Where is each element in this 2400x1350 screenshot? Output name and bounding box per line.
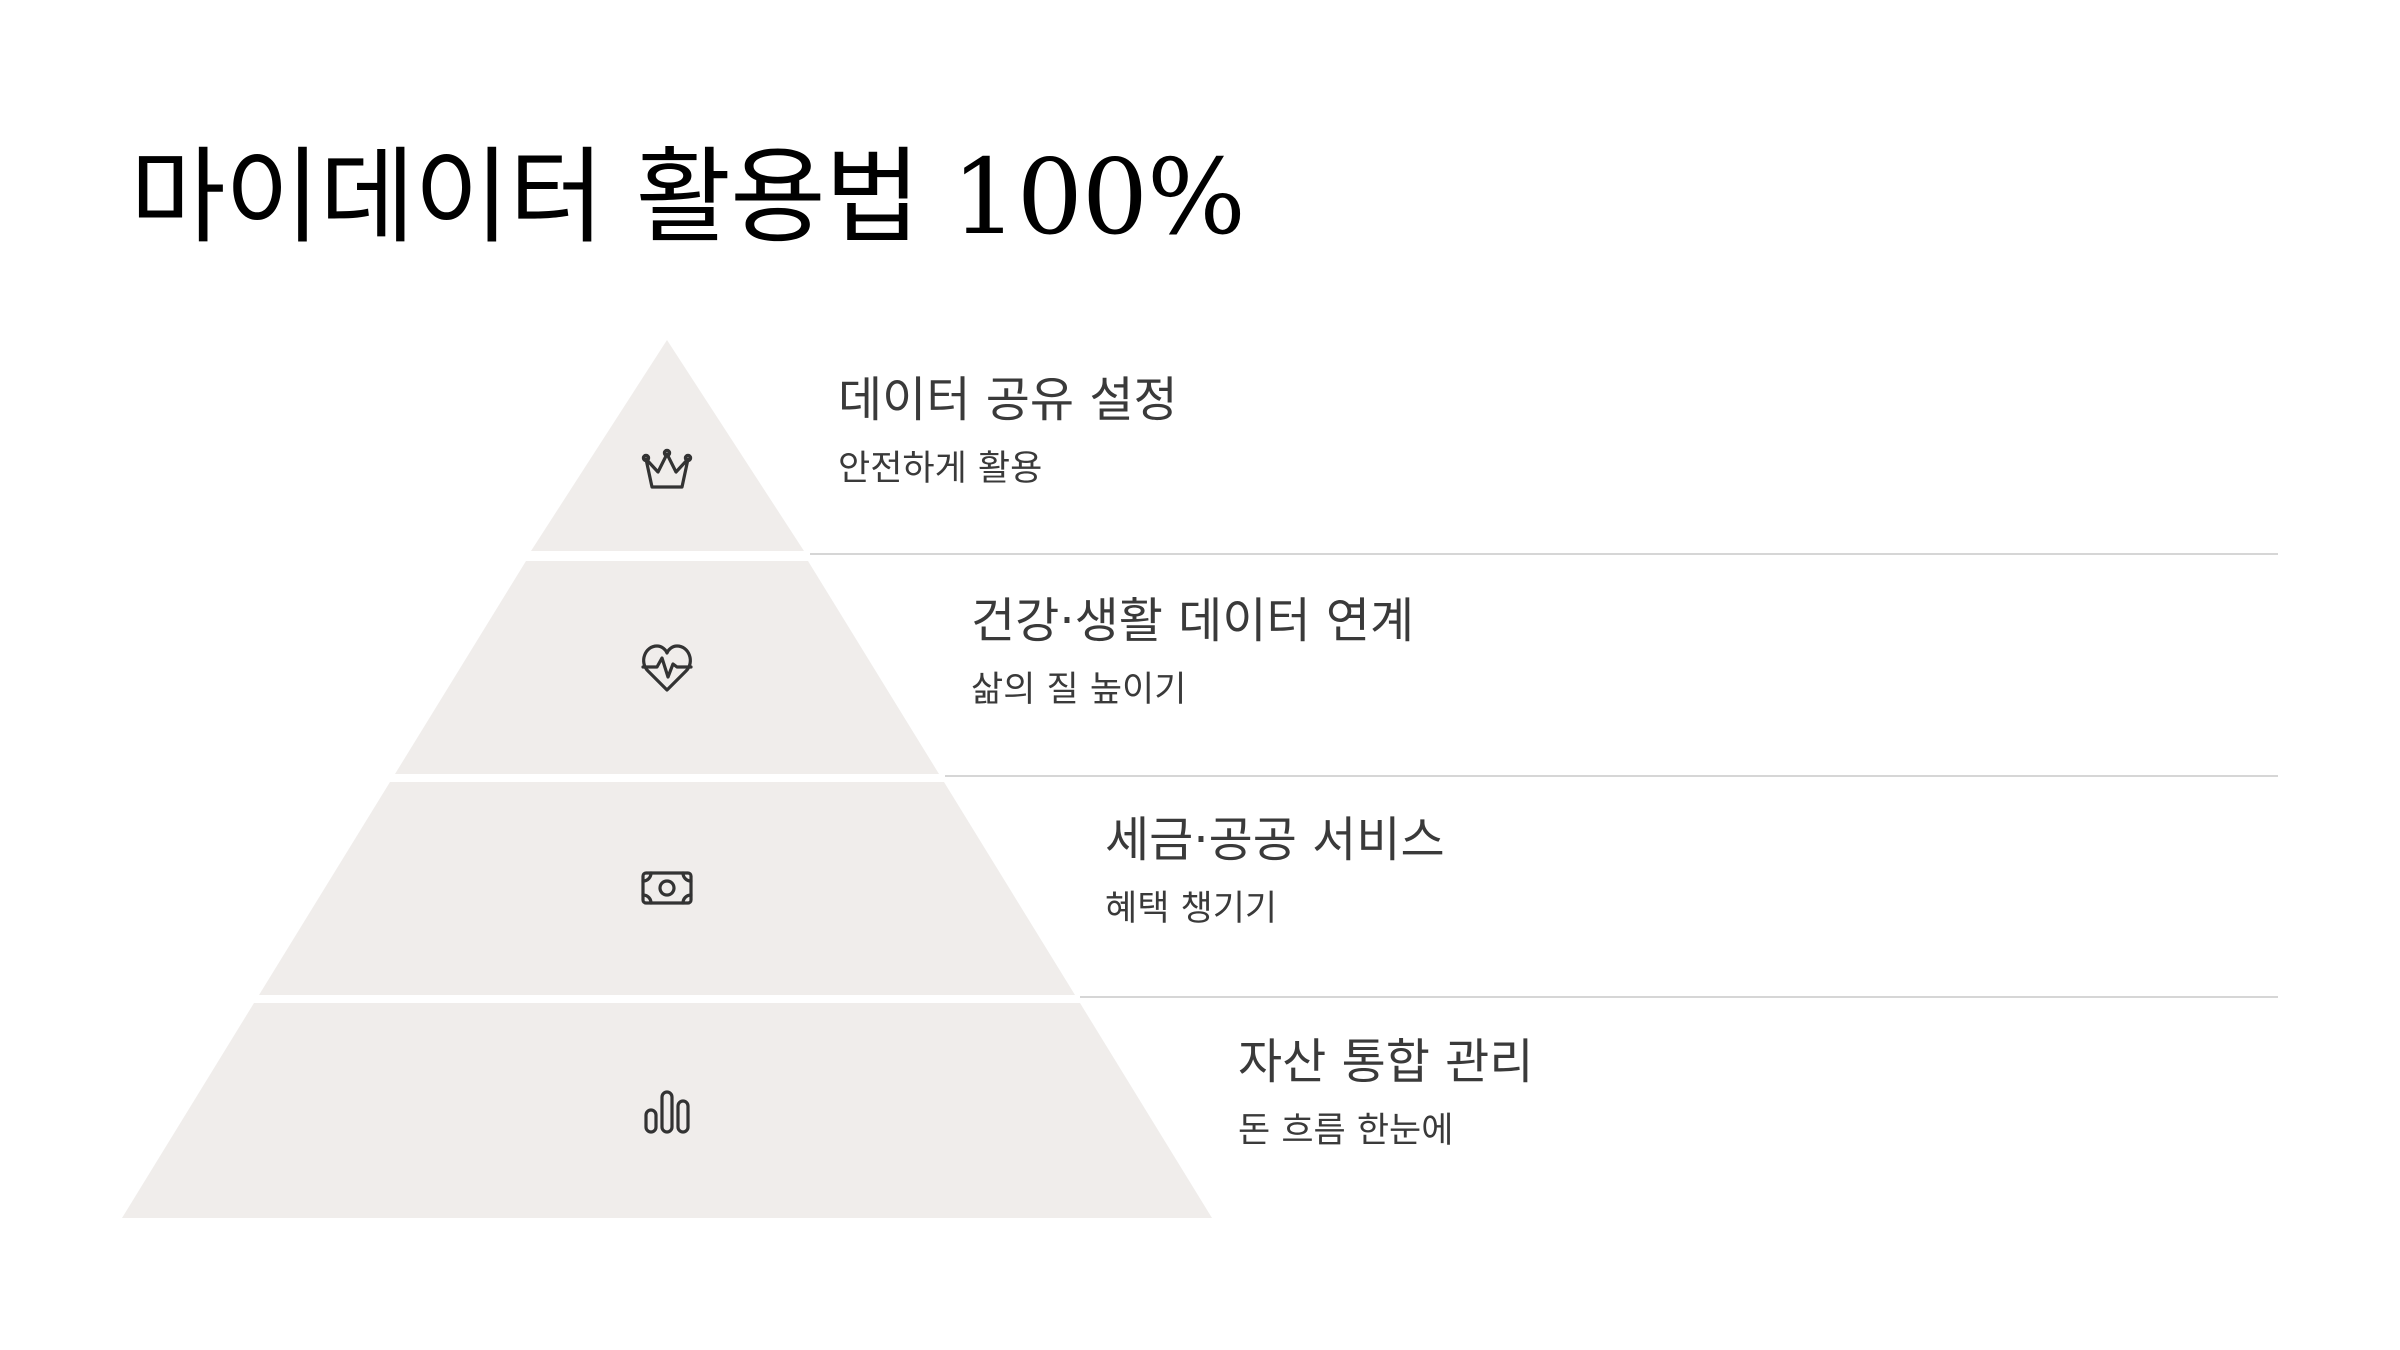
tier-1-heading: 데이터 공유 설정 — [838, 372, 1178, 428]
tier-2-heading: 건강·생활 데이터 연계 — [971, 593, 1415, 649]
tier-3-heading: 세금·공공 서비스 — [1105, 812, 1445, 868]
tier-2-subtext: 삶의 질 높이기 — [971, 669, 1187, 710]
banknote-icon — [641, 871, 693, 905]
tier-3-text: 세금·공공 서비스 혜택 챙기기 — [1105, 812, 1445, 930]
pyramid-tier-2 — [395, 561, 939, 774]
tier-4-subtext: 돈 흐름 한눈에 — [1238, 1110, 1454, 1151]
tier-1-subtext: 안전하게 활용 — [838, 448, 1043, 489]
page-title: 마이데이터 활용법 100% — [130, 136, 1246, 258]
tier-4-text: 자산 통합 관리 돈 흐름 한눈에 — [1238, 1034, 1533, 1152]
tier-4-heading: 자산 통합 관리 — [1238, 1034, 1534, 1090]
tier-3-subtext: 혜택 챙기기 — [1105, 888, 1278, 929]
bar-chart-icon — [644, 1090, 690, 1134]
pyramid-tier-3 — [259, 782, 1075, 995]
heart-pulse-icon — [641, 644, 693, 692]
tier-divider-3 — [1080, 996, 2278, 998]
crown-icon — [641, 448, 693, 489]
pyramid-tier-1 — [531, 340, 804, 551]
tier-2-text: 건강·생활 데이터 연계 삶의 질 높이기 — [971, 593, 1414, 711]
tier-divider-1 — [810, 553, 2278, 555]
tier-divider-2 — [945, 775, 2278, 777]
pyramid-tier-4 — [122, 1003, 1212, 1218]
tier-1-text: 데이터 공유 설정 안전하게 활용 — [838, 372, 1178, 490]
